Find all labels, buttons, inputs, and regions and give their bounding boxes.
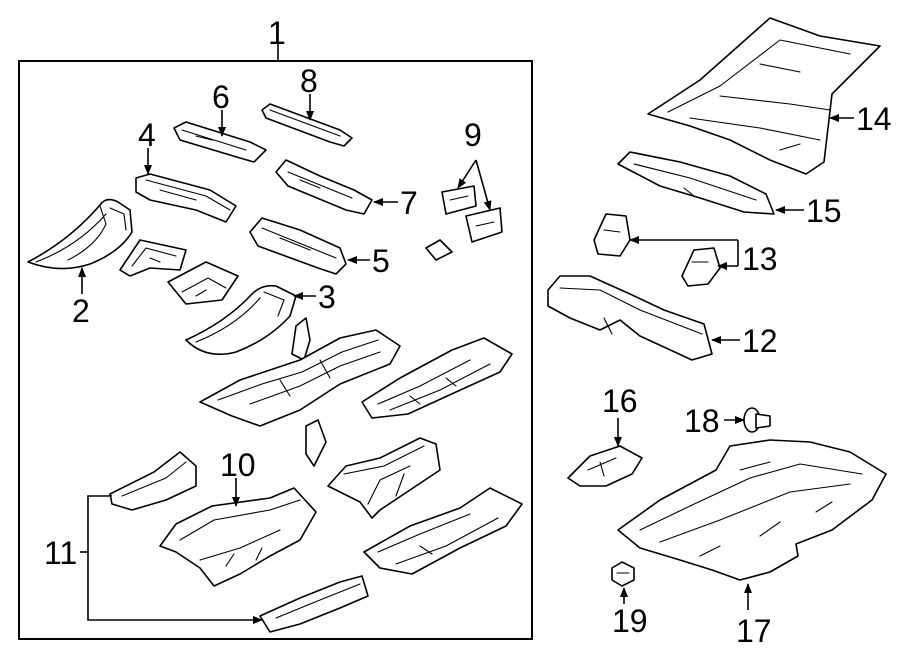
part-16-bracket [567,445,643,487]
part-6-crossmember [173,121,267,163]
part-18-bolt [743,407,771,433]
callout-1: 1 [268,15,286,51]
callout-17: 17 [736,613,772,649]
part-19-clip [611,561,635,587]
part-bracket-upright [291,317,311,361]
callout-11: 11 [44,535,77,571]
part-bracket-small-b [167,261,239,305]
part-3-wheelhouse-right [185,284,297,356]
assembly-frame [18,60,533,640]
part-floor-pan-rear [363,487,523,575]
callout-4: 4 [138,117,156,153]
part-floor-pan-right [361,337,513,419]
callout-2: 2 [72,293,90,329]
part-11-sill-lower [259,575,369,633]
callout-7: 7 [400,185,418,221]
callout-14: 14 [856,101,892,137]
part-14-rear-floor [647,17,881,175]
callout-3: 3 [318,279,336,315]
part-7-rail [275,159,373,215]
part-bracket-small-a [119,239,187,277]
callout-19: 19 [612,603,648,639]
part-10-floor-pan [159,487,317,587]
part-11-sill-upper [109,451,197,511]
callout-9: 9 [464,117,482,153]
callout-5: 5 [372,243,390,279]
part-floor-pan-center [199,329,401,427]
callout-15: 15 [806,193,842,229]
callout-8: 8 [300,63,318,99]
part-4-rail [135,173,237,223]
callout-6: 6 [212,79,230,115]
part-8-reinforcement [261,103,353,147]
part-13-brackets [593,213,721,287]
part-2-wheelhouse-left [27,198,133,270]
callout-18: 18 [684,403,720,439]
part-17-rear-floor-pan [617,439,887,581]
callout-12: 12 [742,323,778,359]
part-bracket-lower [305,419,327,467]
callout-13: 13 [742,241,778,277]
callout-16: 16 [602,383,638,419]
part-5-rail [249,217,347,275]
part-9-brackets [425,185,503,261]
part-tunnel [327,437,441,519]
callout-10: 10 [220,447,256,483]
part-12-crossmember [547,275,713,361]
part-15-crossmember [617,151,775,215]
